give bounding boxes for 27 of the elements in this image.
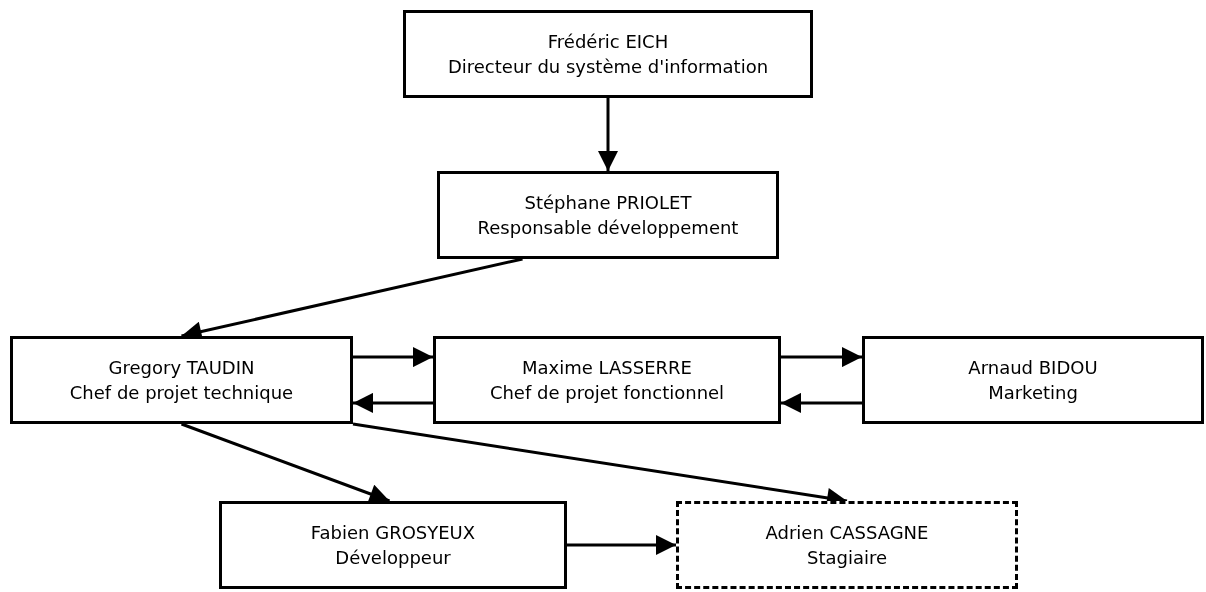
job-title: Développeur xyxy=(335,546,451,570)
person-name: Adrien CASSAGNE xyxy=(765,521,929,545)
job-title: Marketing xyxy=(988,381,1078,405)
job-title: Directeur du système d'information xyxy=(447,55,769,79)
arrow xyxy=(598,98,618,171)
person-name: Frédéric EICH xyxy=(547,30,669,54)
person-name: Gregory TAUDIN xyxy=(108,356,255,380)
job-title: Responsable développement xyxy=(477,216,739,240)
person-name: Fabien GROSYEUX xyxy=(310,521,476,545)
person-box xyxy=(219,501,567,589)
arrow xyxy=(353,392,433,413)
person-name: Maxime LASSERRE xyxy=(522,356,692,380)
person-name: Stéphane PRIOLET xyxy=(524,191,692,215)
person-box xyxy=(433,336,781,424)
person-box xyxy=(862,336,1204,424)
job-title: Chef de projet technique xyxy=(69,381,294,405)
arrow xyxy=(781,392,862,413)
person-box xyxy=(403,10,813,98)
job-title: Stagiaire xyxy=(806,546,888,570)
person-box xyxy=(676,501,1018,589)
arrow xyxy=(781,347,862,368)
job-title: Chef de projet fonctionnel xyxy=(489,381,725,405)
arrow xyxy=(567,535,676,555)
person-box xyxy=(437,171,779,259)
person-name: Arnaud BIDOU xyxy=(968,356,1098,380)
person-box xyxy=(10,336,353,424)
arrow xyxy=(353,347,433,368)
